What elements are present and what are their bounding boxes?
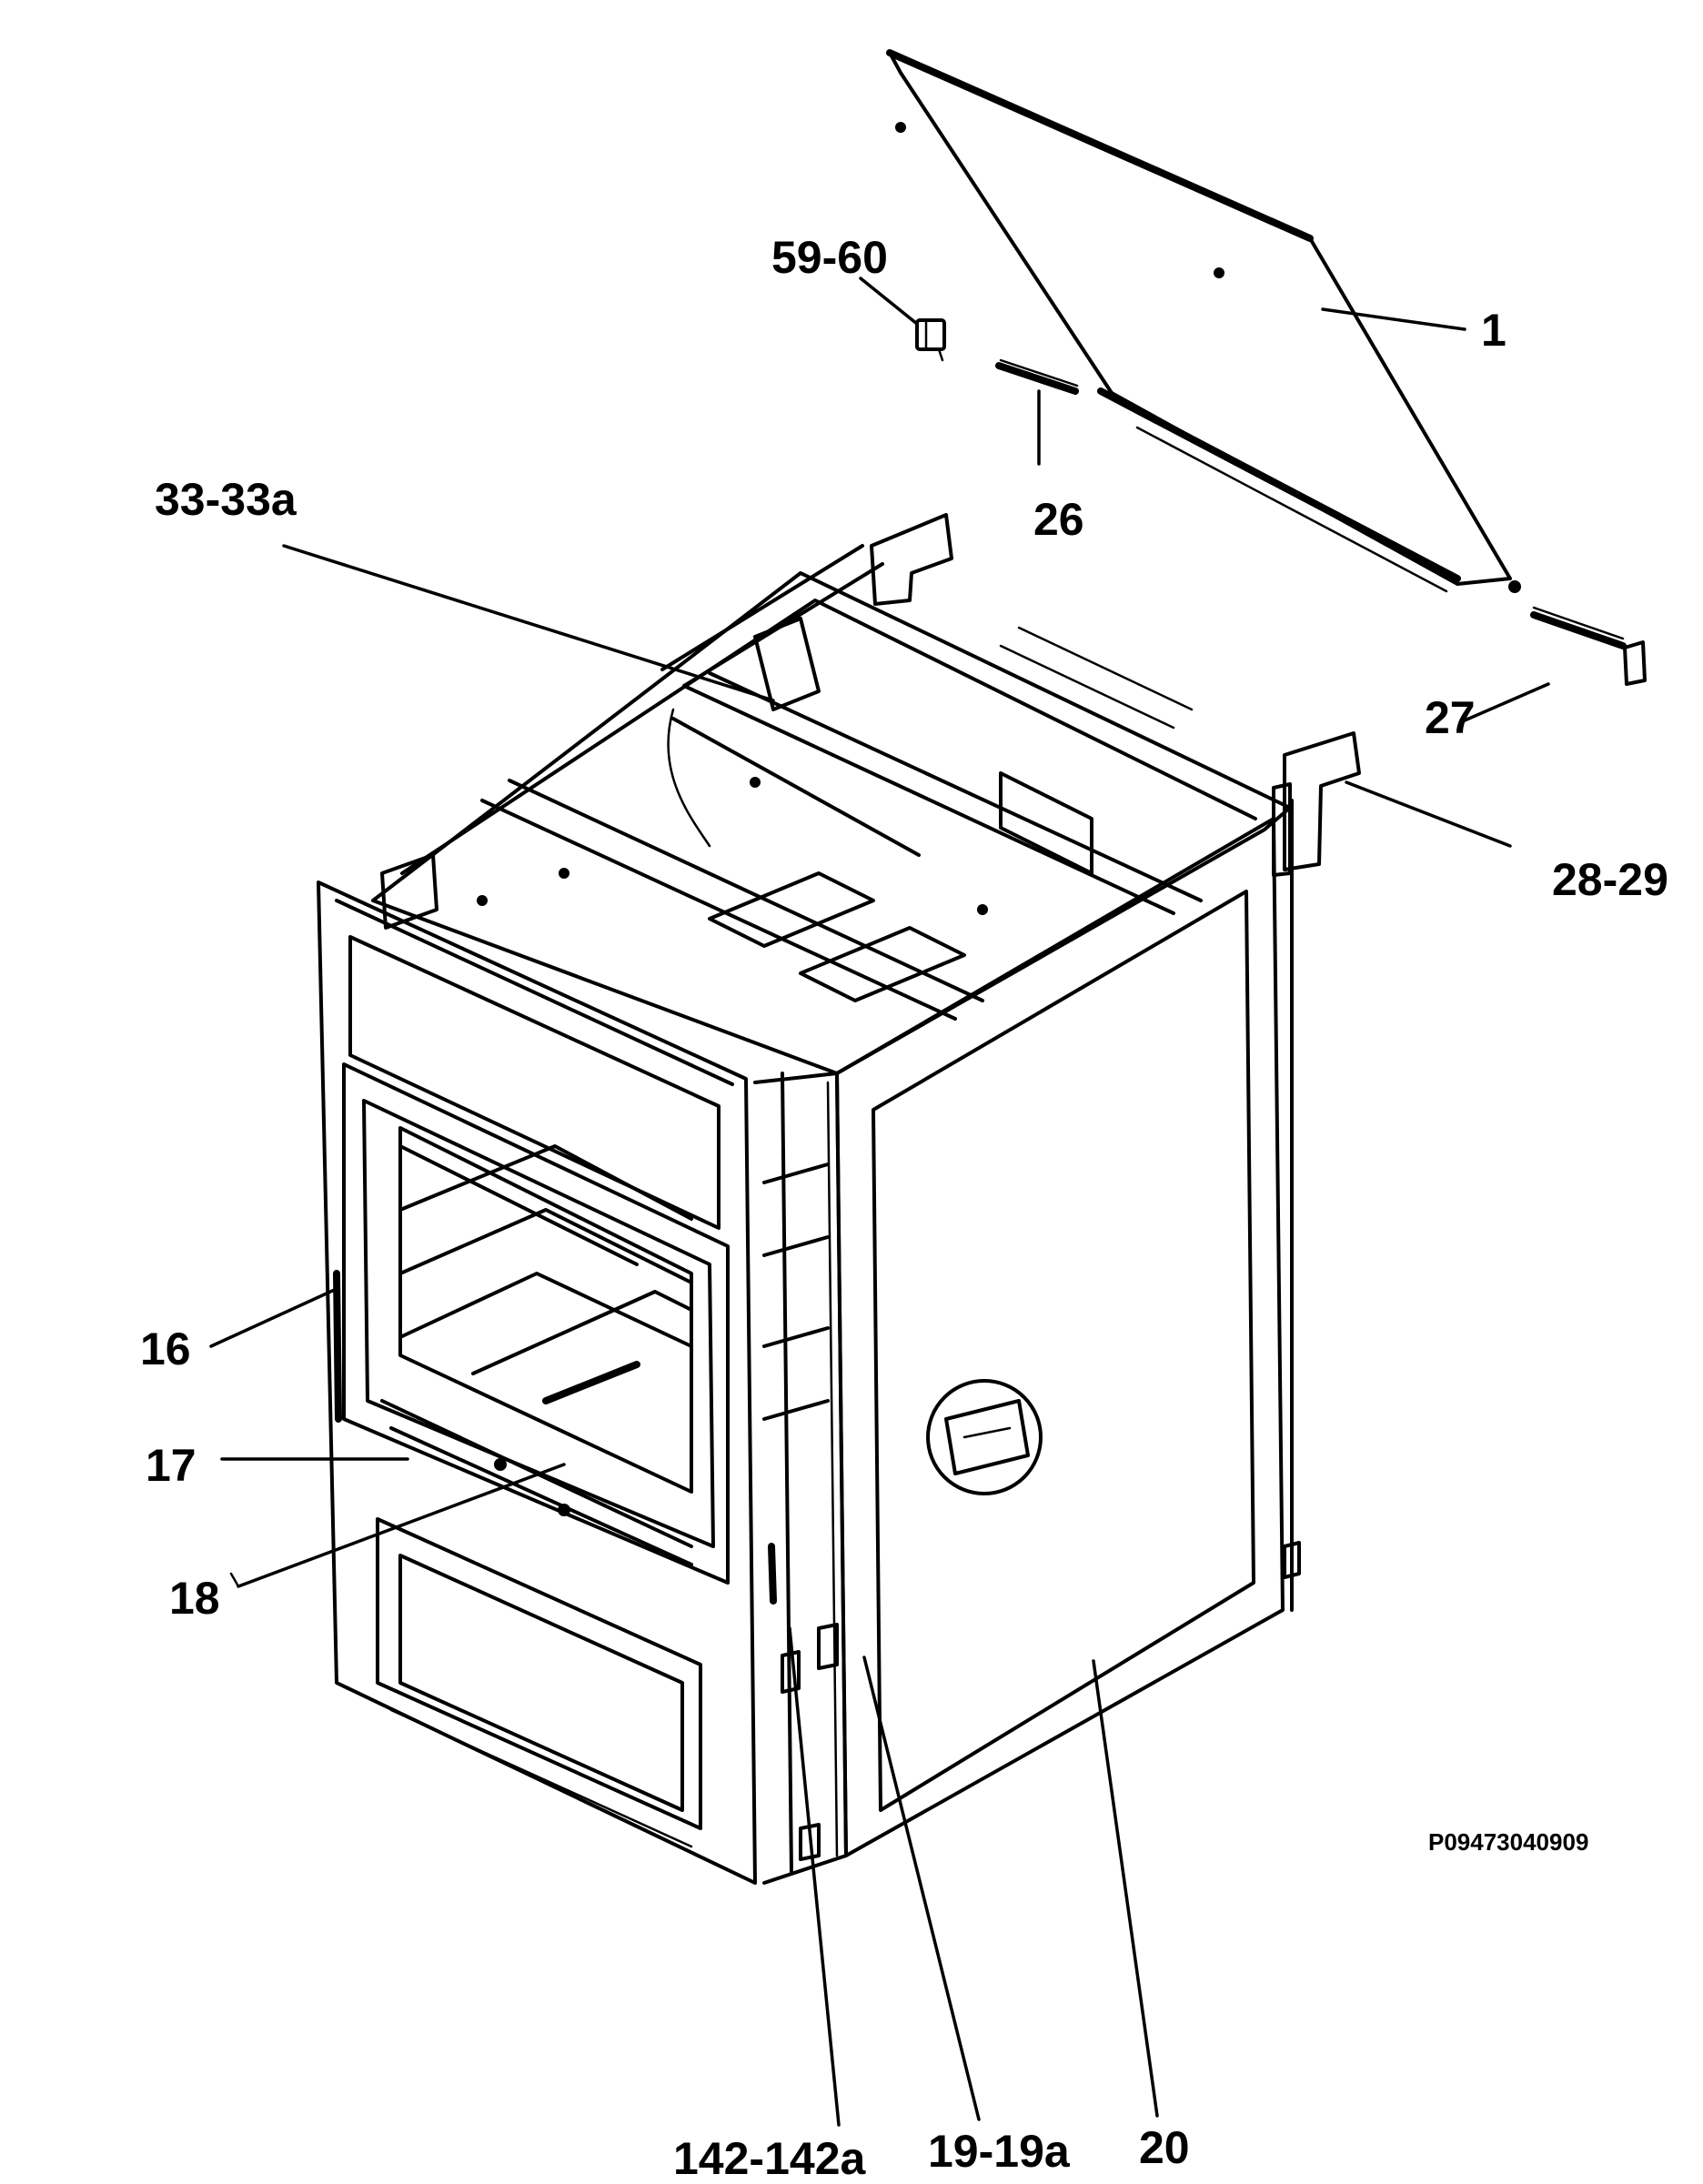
spring-part-26 bbox=[995, 358, 1079, 395]
top-cover-panel bbox=[886, 49, 1521, 593]
spring-part-27 bbox=[1530, 606, 1647, 686]
leader-lines bbox=[209, 277, 1550, 2127]
callout-59-60: 59-60 bbox=[771, 232, 888, 283]
callout-17: 17 bbox=[146, 1440, 196, 1491]
callout-18: 18 bbox=[169, 1573, 220, 1624]
callout-27: 27 bbox=[1425, 692, 1476, 743]
front-frame bbox=[317, 881, 757, 1885]
callout-19-19a: 19-19a bbox=[928, 2126, 1070, 2177]
carcass-top-frame bbox=[371, 544, 1292, 1075]
side-rails bbox=[753, 1072, 848, 1885]
oven-cavity bbox=[333, 1126, 693, 1566]
side-panel bbox=[835, 799, 1301, 1857]
drawing-code: P09473040909 bbox=[1428, 1828, 1589, 1856]
clip-part bbox=[915, 318, 946, 362]
callout-16: 16 bbox=[140, 1323, 191, 1374]
callout-142-142a: 142-142a bbox=[673, 2133, 866, 2184]
callout-1: 1 bbox=[1481, 305, 1506, 356]
callout-20: 20 bbox=[1139, 2122, 1190, 2173]
callout-26: 26 bbox=[1033, 494, 1084, 545]
callout-28-29: 28-29 bbox=[1552, 854, 1668, 905]
callout-33-33a: 33-33a bbox=[155, 474, 297, 525]
hinge-bracket bbox=[870, 513, 1361, 877]
